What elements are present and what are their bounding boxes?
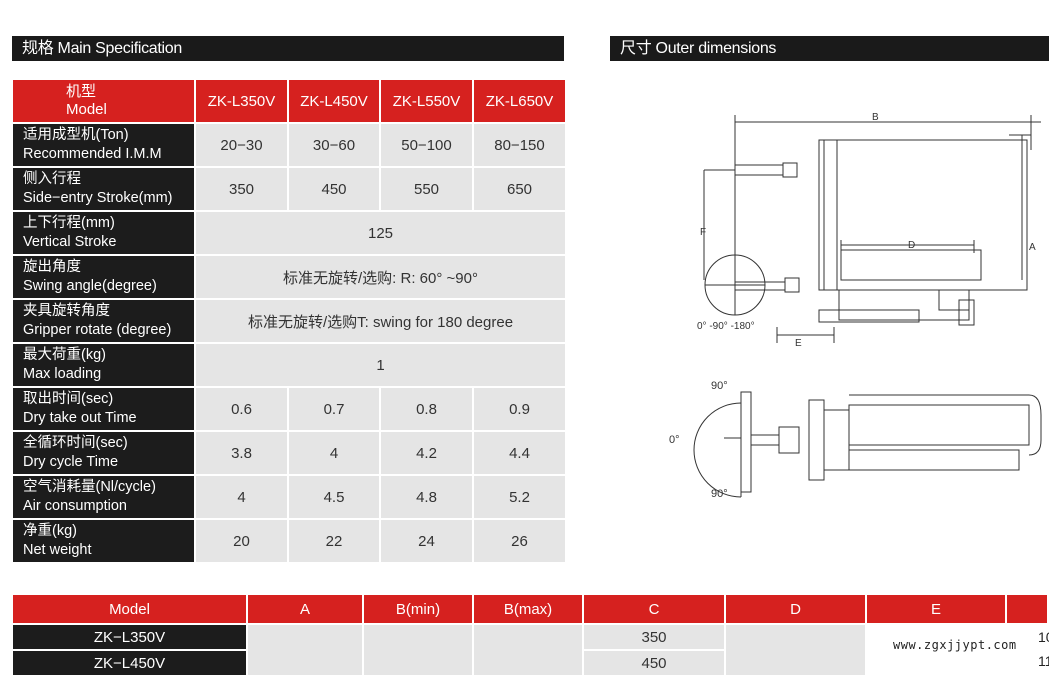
row-label: 最大荷重(kg)Max loading [11,342,196,388]
cell: 26 [472,518,567,564]
model-col-1: ZK-L350V [194,78,289,124]
row-label: 取出时间(sec)Dry take out Time [11,386,196,432]
row-label: 适用成型机(Ton)Recommended I.M.M [11,122,196,168]
header-zh: 机型 [66,83,97,100]
dims-d-cell [724,623,867,677]
dims-header-d: D [724,593,867,625]
spec-row-takeout: 取出时间(sec)Dry take out Time 0.6 0.7 0.8 0… [11,386,567,432]
dims-header-row: Model A B(min) B(max) C D E [11,593,1049,625]
dims-bmin-cell [362,623,474,677]
cell: 5.2 [472,474,567,520]
dims-header-a: A [246,593,364,625]
spec-row-air: 空气消耗量(Nl/cycle)Air consumption 4 4.5 4.8… [11,474,567,520]
merged-cell: 1 [194,342,567,388]
merged-cell: 标准无旋转/选购: R: 60° ~90° [194,254,567,300]
cell: 30−60 [287,122,381,168]
cell: 550 [379,166,474,212]
cell: 50−100 [379,122,474,168]
row-label: 空气消耗量(Nl/cycle)Air consumption [11,474,196,520]
angle-0-label: 0° [669,434,680,446]
cell: 4 [194,474,289,520]
spec-row-cycle: 全循环时间(sec)Dry cycle Time 3.8 4 4.2 4.4 [11,430,567,476]
cell: 450 [287,166,381,212]
dimensions-table: Model A B(min) B(max) C D E ZK−L350V 350… [11,593,1049,677]
cell: 20−30 [194,122,289,168]
dim-label-f: F [700,227,706,238]
model-col-4: ZK-L650V [472,78,567,124]
dim-label-d: D [908,240,915,251]
cell: 4.5 [287,474,381,520]
spec-row-weight: 净重(kg)Net weight 20 22 24 26 [11,518,567,564]
edge-value-1: 10 [1038,629,1049,645]
spec-section-title: 规格 Main Specification [12,36,564,61]
bottom-angle-90-label: 90° [711,488,728,500]
dim-label-b: B [872,112,879,123]
cell: 650 [472,166,567,212]
dims-c-cell: 450 [582,649,726,677]
header-en: Model [66,101,107,118]
cell: 20 [194,518,289,564]
cell: 0.8 [379,386,474,432]
cell: 4.2 [379,430,474,476]
outer-section-title: 尺寸 Outer dimensions [610,36,1049,61]
dims-model-cell: ZK−L450V [11,649,248,677]
dims-header-c: C [582,593,726,625]
row-label: 净重(kg)Net weight [11,518,196,564]
spec-header-row: 机型 Model ZK-L350V ZK-L450V ZK-L550V ZK-L… [11,78,567,124]
model-col-3: ZK-L550V [379,78,474,124]
dims-a-cell [246,623,364,677]
watermark: www.zgxjjypt.com [893,638,1017,652]
model-col-2: ZK-L450V [287,78,381,124]
dims-header-model: Model [11,593,248,625]
cell: 4 [287,430,381,476]
cell: 4.8 [379,474,474,520]
cell: 350 [194,166,289,212]
dims-header-extra [1005,593,1049,625]
dims-model-cell: ZK−L350V [11,623,248,651]
cell: 4.4 [472,430,567,476]
cell: 24 [379,518,474,564]
row-label: 全循环时间(sec)Dry cycle Time [11,430,196,476]
cell: 0.9 [472,386,567,432]
edge-value-2: 11 [1038,653,1049,669]
merged-cell: 125 [194,210,567,256]
cell: 0.6 [194,386,289,432]
dims-header-bmax: B(max) [472,593,584,625]
spec-row-max-loading: 最大荷重(kg)Max loading 1 [11,342,567,388]
spec-table: 机型 Model ZK-L350V ZK-L450V ZK-L550V ZK-L… [11,78,567,564]
merged-cell: 标准无旋转/选购T: swing for 180 degree [194,298,567,344]
cell: 0.7 [287,386,381,432]
outer-dimension-drawing: B F D A E 0° -90° -180° 90° 90° 0° [669,112,1042,500]
spec-header-model: 机型 Model [11,78,196,124]
dim-label-a: A [1029,242,1036,253]
swing-angles-label: 0° -90° -180° [697,321,755,332]
row-label: 上下行程(mm)Vertical Stroke [11,210,196,256]
dims-c-cell: 350 [582,623,726,651]
dims-bmax-cell [472,623,584,677]
cell: 80−150 [472,122,567,168]
top-angle-90-label: 90° [711,380,728,392]
cell: 22 [287,518,381,564]
cell: 3.8 [194,430,289,476]
dims-header-e: E [865,593,1007,625]
spec-row-imm: 适用成型机(Ton)Recommended I.M.M 20−30 30−60 … [11,122,567,168]
spec-row-vertical: 上下行程(mm)Vertical Stroke 125 [11,210,567,256]
dim-label-e: E [795,338,802,349]
dims-header-bmin: B(min) [362,593,474,625]
